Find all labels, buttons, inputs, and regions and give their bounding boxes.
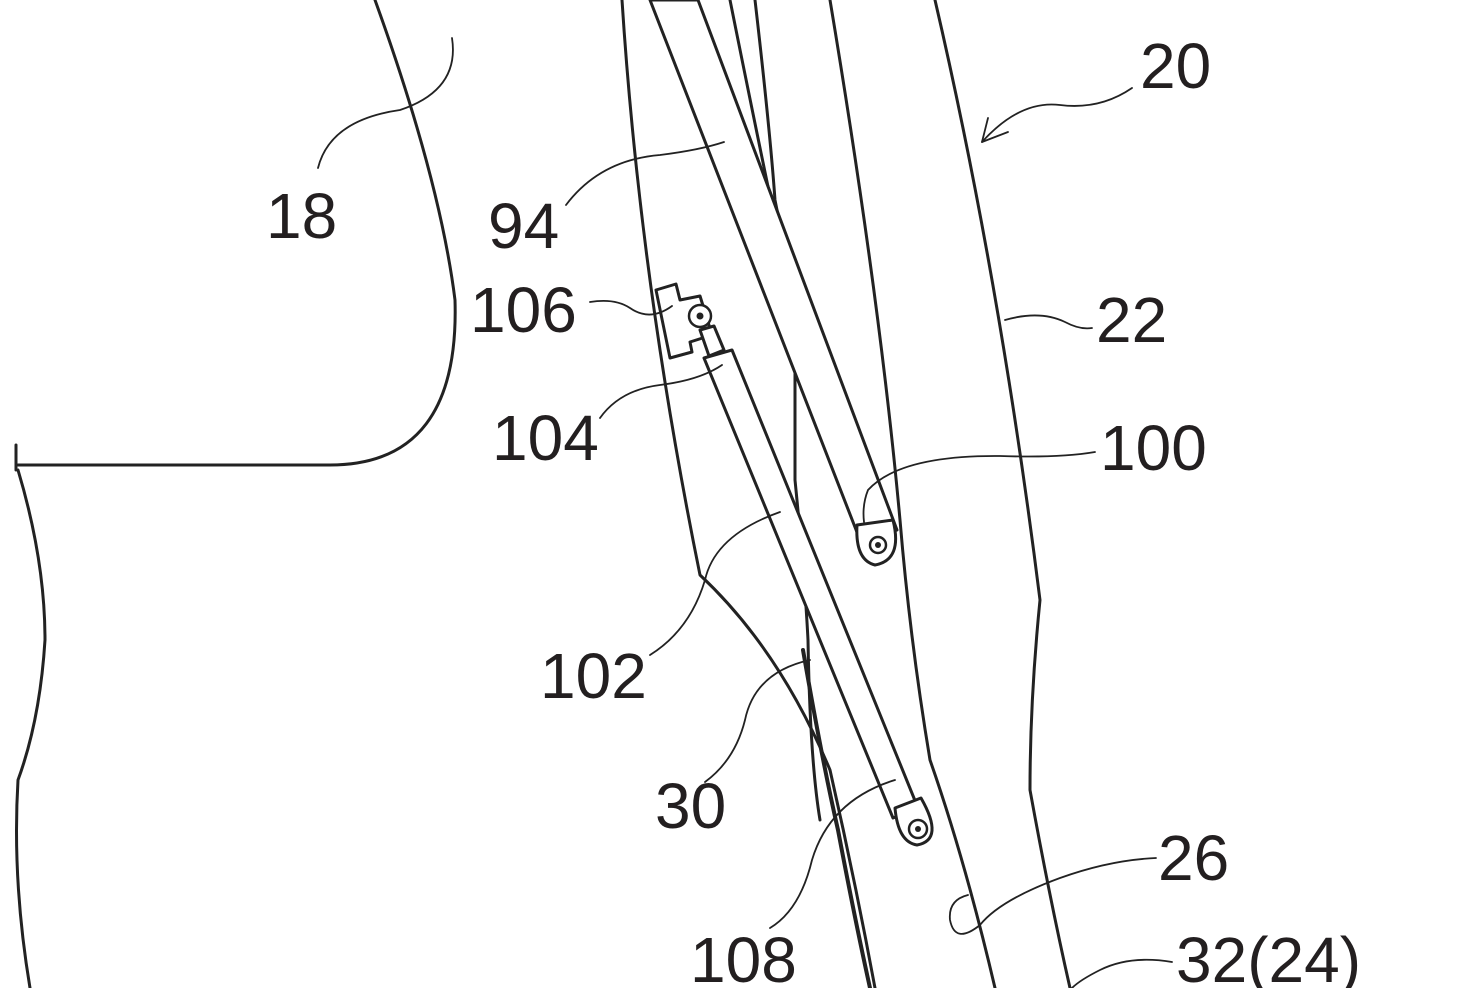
leader-30: [704, 659, 811, 783]
leader-106: [589, 299, 673, 316]
panel-line-inner-2: [753, 0, 822, 822]
label-20: 20: [1140, 30, 1211, 102]
edge-30: [801, 648, 872, 988]
leader-32-24: [1071, 958, 1173, 988]
body-outline-lower: [15, 468, 47, 988]
label-26: 26: [1158, 822, 1229, 894]
leader-108: [769, 779, 896, 929]
leader-22: [1004, 314, 1093, 330]
reference-labels: 18 20 94 106 22 104 100 102 30 26 108 32…: [266, 30, 1361, 988]
label-94: 94: [488, 190, 559, 262]
strut-102: [654, 282, 934, 847]
arm-94-body: [648, 0, 899, 542]
leader-20-arrowhead: [981, 117, 1009, 143]
pivot-100-center: [875, 542, 881, 548]
leader-lines: [317, 37, 1173, 988]
body-outline-upper: [16, 0, 457, 467]
label-30: 30: [655, 770, 726, 842]
leader-104: [599, 364, 723, 419]
member-20: [620, 0, 1072, 988]
panel-line-inner-1: [828, 0, 997, 988]
leader-94: [565, 141, 725, 206]
body-structure-18: [14, 0, 457, 988]
leader-20: [981, 87, 1133, 143]
label-104: 104: [492, 402, 599, 474]
label-108: 108: [690, 924, 797, 988]
arm-94: [648, 0, 899, 567]
label-106: 106: [470, 274, 577, 346]
leader-102: [649, 511, 781, 656]
leader-100: [862, 451, 1096, 523]
label-100: 100: [1100, 412, 1207, 484]
label-22: 22: [1096, 284, 1167, 356]
end-108-center: [915, 826, 921, 832]
rod-104: [698, 324, 726, 358]
leader-26: [948, 857, 1157, 935]
label-32-24: 32(24): [1176, 924, 1361, 988]
member-outline-right-22: [933, 0, 1072, 988]
leader-18: [317, 37, 454, 169]
bracket-106-center: [696, 312, 704, 320]
label-18: 18: [266, 180, 337, 252]
member-outline-left: [620, 0, 877, 988]
label-102: 102: [540, 640, 647, 712]
